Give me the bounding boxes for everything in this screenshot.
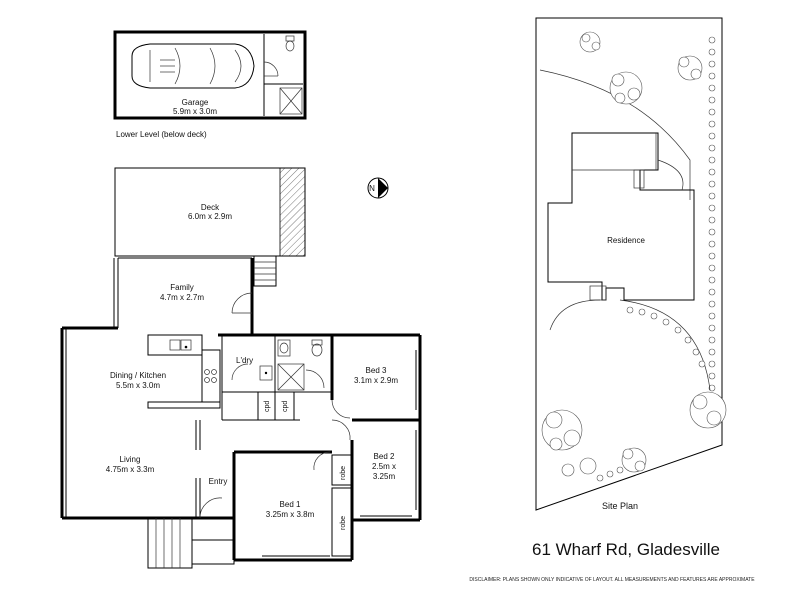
garage-toilet-icon xyxy=(285,35,295,52)
laundry-fixtures xyxy=(231,363,273,381)
tree-icon xyxy=(541,409,583,451)
tree-icon xyxy=(621,447,647,473)
shower-icon xyxy=(277,363,305,391)
robe-label: robe xyxy=(340,516,347,530)
garage-size: 5.9m x 3.0m xyxy=(173,107,217,116)
disclaimer-text: DISCLAIMER: PLANS SHOWN ONLY INDICATIVE … xyxy=(469,577,755,583)
dining-kitchen-size: 5.5m x 3.0m xyxy=(116,381,160,390)
deck-size: 6.0m x 2.9m xyxy=(188,212,232,221)
residence-label: Residence xyxy=(607,236,645,245)
bed2-label: Bed 2 xyxy=(374,452,395,461)
bed1-label: Bed 1 xyxy=(280,500,301,509)
tree-icon xyxy=(579,31,601,53)
hedge-trees xyxy=(708,36,716,392)
house-walls xyxy=(60,257,422,562)
cooktop-icon xyxy=(204,369,217,383)
entry-label: Entry xyxy=(209,477,228,486)
tree-icon xyxy=(561,457,597,477)
site-plan: Residence xyxy=(535,17,727,511)
kitchen-benches xyxy=(147,334,221,409)
family-label: Family xyxy=(170,283,194,292)
site-plan-caption: Site Plan xyxy=(602,501,638,511)
deck-stairs xyxy=(253,255,277,287)
garage: Garage 5.9m x 3.0m xyxy=(113,30,307,120)
living-size: 4.75m x 3.3m xyxy=(106,465,155,474)
deck: Deck 6.0m x 2.9m xyxy=(114,167,306,257)
garage-shower-icon xyxy=(279,87,303,115)
deck-label: Deck xyxy=(201,203,220,212)
tree-icon xyxy=(677,55,703,81)
bed3-size: 3.1m x 2.9m xyxy=(354,376,398,385)
cupboard-label: cpd xyxy=(282,401,289,412)
bed1-size: 3.25m x 3.8m xyxy=(266,510,315,519)
bed3-label: Bed 3 xyxy=(366,366,387,375)
family-size: 4.7m x 2.7m xyxy=(160,293,204,302)
garden-bushes xyxy=(596,306,706,482)
living-label: Living xyxy=(120,455,141,464)
property-address: 61 Wharf Rd, Gladesville xyxy=(532,540,720,559)
deck-hatched-area xyxy=(279,167,306,257)
bed2-size-line2: 3.25m xyxy=(373,472,396,481)
north-compass-icon: N xyxy=(367,177,389,199)
door-swings xyxy=(199,292,351,519)
sink-icon xyxy=(169,339,192,351)
bed2-size-line1: 2.5m x xyxy=(372,462,396,471)
tree-icon xyxy=(689,391,727,429)
laundry-label: L'dry xyxy=(236,356,253,365)
lower-level-caption: Lower Level (below deck) xyxy=(116,130,207,139)
compass-letter: N xyxy=(369,184,375,193)
robe-label: robe xyxy=(340,466,347,480)
car-icon xyxy=(131,43,255,89)
residence-footprint xyxy=(547,132,695,301)
tree-icon xyxy=(609,71,643,105)
porch-stairs xyxy=(147,517,235,569)
cupboard-label: cpd xyxy=(264,401,271,412)
bathroom-fixtures xyxy=(277,339,325,391)
dining-kitchen-label: Dining / Kitchen xyxy=(110,371,166,380)
garage-label: Garage xyxy=(182,98,209,107)
